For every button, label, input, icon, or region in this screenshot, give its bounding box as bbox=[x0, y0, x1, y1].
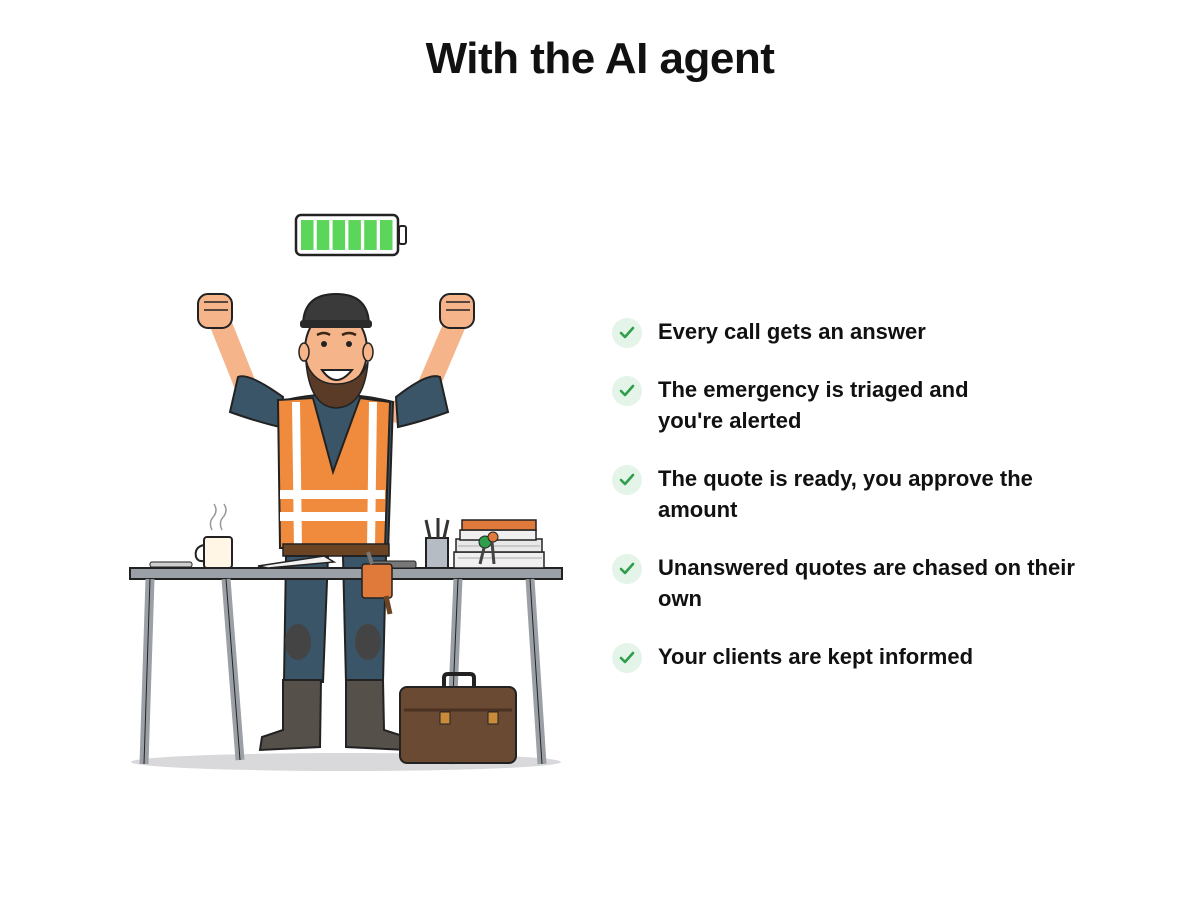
battery-cell bbox=[380, 220, 393, 250]
phone-icon bbox=[149, 561, 193, 568]
drill-icon bbox=[361, 551, 393, 615]
battery-cell bbox=[332, 220, 346, 250]
check-icon bbox=[612, 554, 642, 584]
benefit-text: Every call gets an answer bbox=[658, 319, 926, 344]
keys-icon bbox=[478, 531, 499, 565]
coffee-mug-icon bbox=[194, 503, 233, 569]
happy-worker-illustration bbox=[128, 212, 564, 774]
benefit-text: The quote is ready, you approve the amou… bbox=[658, 466, 1033, 522]
battery-cells bbox=[301, 220, 393, 250]
check-icon bbox=[612, 643, 642, 673]
desk bbox=[129, 567, 563, 765]
left-boot bbox=[258, 679, 323, 752]
battery-cell bbox=[301, 220, 314, 250]
battery-full-icon bbox=[294, 213, 407, 257]
tool-belt bbox=[282, 543, 390, 557]
benefit-item: Every call gets an answer bbox=[612, 316, 1092, 348]
benefit-text: Your clients are kept informed bbox=[658, 644, 974, 669]
worker-head bbox=[298, 292, 374, 409]
book-stack-icon bbox=[453, 519, 545, 569]
left-fist bbox=[197, 293, 233, 329]
right-boot bbox=[345, 679, 410, 752]
battery-cell bbox=[364, 220, 377, 250]
benefit-list: Every call gets an answer The emergency … bbox=[612, 316, 1092, 699]
benefit-item: The quote is ready, you approve the amou… bbox=[612, 463, 1092, 525]
benefit-item: Your clients are kept informed bbox=[612, 641, 1092, 673]
right-fist bbox=[439, 293, 475, 329]
check-icon bbox=[612, 318, 642, 348]
battery-cell bbox=[316, 220, 330, 250]
benefit-text: The emergency is triaged and you're aler… bbox=[658, 377, 969, 433]
benefit-item: Unanswered quotes are chased on their ow… bbox=[612, 552, 1092, 614]
briefcase-icon bbox=[399, 672, 517, 764]
benefit-text: Unanswered quotes are chased on their ow… bbox=[658, 555, 1075, 611]
battery-cell bbox=[348, 220, 361, 250]
check-icon bbox=[612, 376, 642, 406]
page-title: With the AI agent bbox=[425, 34, 775, 83]
check-icon bbox=[612, 465, 642, 495]
pencil-cup-icon bbox=[424, 518, 450, 569]
notepad bbox=[257, 555, 337, 569]
benefit-item: The emergency is triaged and you're aler… bbox=[612, 374, 1092, 436]
